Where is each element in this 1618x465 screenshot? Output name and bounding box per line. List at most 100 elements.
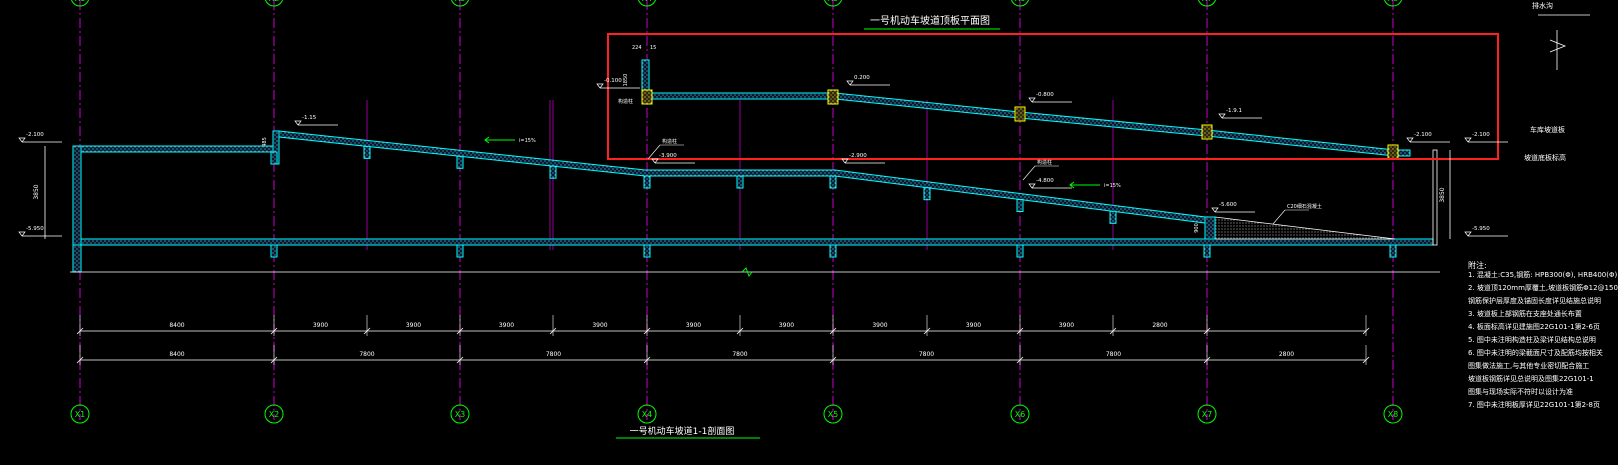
dim-text-row1: 3900 xyxy=(406,322,421,329)
dim-text-row1: 8400 xyxy=(169,322,184,329)
grid-bubble-X5: X5X5 xyxy=(823,0,843,424)
note-line: 4. 板面标高详见建施图22G101-1第2-6页 xyxy=(1468,323,1601,331)
plan-view xyxy=(641,59,1411,160)
roof-beam xyxy=(923,187,931,201)
leader-tag: C20细石混凝土 xyxy=(1272,203,1322,225)
grid-bubbles: X1X1X2X2X3X3X4X4X5X5X6X6X7X7X8X8 xyxy=(70,0,1403,424)
grid-bubble-label: X4 xyxy=(642,410,653,419)
grid-bubble-label: X6 xyxy=(1015,410,1026,419)
plan-side-label: 构造柱 xyxy=(618,98,633,105)
level-x2-top: -1.15 xyxy=(294,115,338,126)
grid-bubble-label: X8 xyxy=(1388,410,1399,419)
level-text: -0.100 xyxy=(604,78,622,84)
plan-column xyxy=(1201,124,1213,140)
grid-bubble-X3: X3X3 xyxy=(450,0,470,424)
grid-bubble-label-top: X5 xyxy=(828,0,839,3)
level-plan-4: -1.9.1 xyxy=(1218,108,1262,119)
level-left-top: -2.100 xyxy=(18,132,62,143)
level-right-top: -2.100 xyxy=(1464,132,1508,143)
roof-beam xyxy=(270,151,278,165)
highlight-box xyxy=(607,33,1499,160)
side-label: 排水沟 xyxy=(1532,1,1553,10)
level-text: -2.100 xyxy=(26,132,44,138)
dim-text-row1: 3900 xyxy=(592,322,607,329)
plan-column xyxy=(1387,144,1399,160)
tag-text: C20细石混凝土 xyxy=(1287,203,1322,210)
level-left-bottom: -5.950 xyxy=(18,226,62,237)
bottom-beam xyxy=(456,244,464,258)
level-plan-1: -0.100 xyxy=(596,78,640,89)
roof-beam xyxy=(736,175,744,189)
bottom-beam xyxy=(1016,244,1024,258)
bottom-beam xyxy=(1389,244,1397,258)
level-text: -1.15 xyxy=(302,115,317,121)
plan-width-1: 224 xyxy=(632,45,642,51)
left-height-text: 3850 xyxy=(33,184,40,199)
note-line: 5. 图中未注明构造柱及梁详见结构总说明 xyxy=(1468,336,1596,344)
note-line: 图集做法施工,与其他专业密切配合施工 xyxy=(1468,362,1590,370)
level-text: -2.900 xyxy=(849,153,867,159)
notes-list: 1. 混凝土:C35,钢筋: HPB300(Φ), HRB400(Φ)2. 坡道… xyxy=(1468,272,1618,415)
slab-beams xyxy=(72,145,1397,273)
note-line: 坡道板钢筋详见总说明及图集22G101-1 xyxy=(1468,375,1594,383)
bottom-beam xyxy=(643,244,651,258)
level-plan-5: -2.100 xyxy=(1406,132,1450,143)
note-line: 钢筋保护层厚度及锚固长度详见结施总说明 xyxy=(1468,297,1601,305)
dim-text-row2: 8400 xyxy=(169,351,184,358)
level-text: 0.200 xyxy=(854,75,870,81)
dim-text-row1: 2800 xyxy=(1152,322,1167,329)
note-line: 6. 图中未注明的梁截面尺寸及配筋均按相关 xyxy=(1468,349,1603,357)
dim-text-row1: 3900 xyxy=(1059,322,1074,329)
roof-beam xyxy=(363,145,371,159)
left-roof-slab xyxy=(80,145,274,153)
dim-text-row2: 7800 xyxy=(546,351,561,358)
right-wall xyxy=(1432,149,1438,246)
tag-text: 构造柱 xyxy=(662,138,677,145)
notes-title: 附注: xyxy=(1468,261,1487,270)
dim-text-row2: 2800 xyxy=(1279,351,1294,358)
slope-text: i=15% xyxy=(1104,183,1121,189)
level-text: -3.900 xyxy=(659,153,677,159)
notes-block: 附注: 1. 混凝土:C35,钢筋: HPB300(Φ), HRB400(Φ)2… xyxy=(1468,261,1618,415)
dim-text-row1: 3900 xyxy=(779,322,794,329)
grid-bubble-X1: X1X1 xyxy=(70,0,90,424)
slope-text: i=15% xyxy=(519,138,536,144)
grid-bubble-label-top: X3 xyxy=(455,0,466,3)
dim-text-row2: 7800 xyxy=(732,351,747,358)
dim-text-row1: 3900 xyxy=(966,322,981,329)
grid-bubble-label: X3 xyxy=(455,410,466,419)
grid-bubble-label-top: X2 xyxy=(269,0,280,3)
plan-column xyxy=(641,89,653,105)
note-line: 图集与现场实际不符时以设计为准 xyxy=(1468,388,1573,396)
slope-arrow: i=15% xyxy=(1069,181,1121,189)
dim-text-row2: 7800 xyxy=(359,351,374,358)
level-text: -0.800 xyxy=(1036,92,1054,98)
level-x6: -4.800 xyxy=(1028,178,1072,189)
level-text: -4.800 xyxy=(1036,178,1054,184)
break-mark xyxy=(741,267,753,278)
grid-bubble-X2: X2X2 xyxy=(264,0,284,424)
right-side-symbols xyxy=(1538,14,1590,70)
level-mid2: -2.900 xyxy=(841,153,885,164)
x7-height-text: 900 xyxy=(1194,223,1200,233)
note-line: 7. 图中未注明板厚详见22G101-1第2-8页 xyxy=(1468,401,1601,409)
grid-bubble-label-top: X8 xyxy=(1388,0,1399,3)
level-x7: -5.600 xyxy=(1211,202,1255,213)
grid-bubble-X4: X4X4 xyxy=(637,0,657,424)
roof-beam xyxy=(643,175,651,189)
level-text: -5.950 xyxy=(26,226,44,232)
roof-beam xyxy=(829,175,837,189)
grid-bubble-label-top: X7 xyxy=(1202,0,1213,3)
roof-beam xyxy=(549,165,557,179)
titles: 一号机动车坡道顶板平面图 一号机动车坡道1-1剖面图 xyxy=(616,14,1000,439)
side-label: 坡道底板标高 xyxy=(1524,153,1566,162)
right-height-text: 3850 xyxy=(1439,187,1446,202)
level-plan-2: 0.200 xyxy=(846,75,890,86)
bottom-beam xyxy=(1203,244,1211,258)
bottom-slab xyxy=(80,238,1434,246)
dim-text-row1: 3900 xyxy=(872,322,887,329)
grid-bubble-X7: X7X7 xyxy=(1197,0,1217,424)
leader-tag: 构造柱 xyxy=(647,138,684,160)
dim-text-row1: 3900 xyxy=(313,322,328,329)
